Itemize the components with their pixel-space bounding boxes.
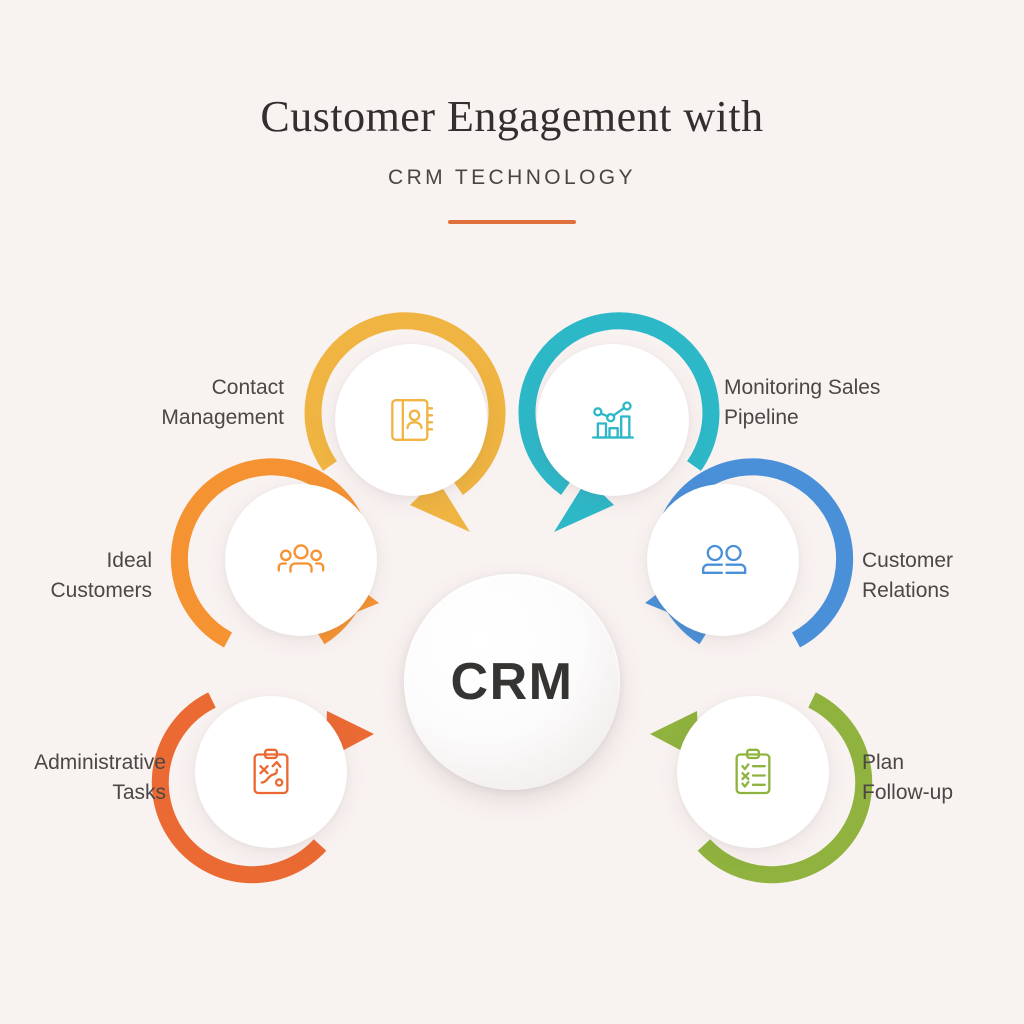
node-administrative-tasks[interactable] bbox=[195, 696, 347, 848]
label-administrative-tasks: Administrative Tasks bbox=[34, 751, 166, 804]
label-ideal-customers: Ideal Customers bbox=[50, 549, 152, 602]
node-monitoring-sales-pipeline[interactable] bbox=[537, 344, 689, 496]
page-subtitle: CRM TECHNOLOGY bbox=[388, 166, 636, 190]
center-hub[interactable]: CRM bbox=[404, 574, 620, 790]
label-contact-management: Contact Management bbox=[161, 376, 284, 429]
node-contact-management[interactable] bbox=[335, 344, 487, 496]
header: Customer Engagement with CRM TECHNOLOGY bbox=[0, 0, 1024, 225]
node-plan-follow-up[interactable] bbox=[677, 696, 829, 848]
clipboard-strategy-icon bbox=[253, 748, 289, 795]
two-people-icon bbox=[702, 544, 747, 574]
node-customer-relations[interactable] bbox=[647, 484, 799, 636]
center-hub-label: CRM bbox=[450, 653, 574, 711]
bar-chart-trend-icon bbox=[592, 401, 634, 439]
page-title: Customer Engagement with bbox=[260, 92, 764, 141]
address-book-icon bbox=[391, 399, 434, 441]
clipboard-checklist-icon bbox=[735, 748, 771, 795]
title-underline-rule bbox=[448, 220, 576, 225]
group-of-three-people-icon bbox=[277, 544, 325, 573]
node-ideal-customers[interactable] bbox=[225, 484, 377, 636]
label-plan-follow-up: Plan Follow-up bbox=[862, 751, 954, 804]
label-monitoring-sales-pipeline: Monitoring Sales Pipeline bbox=[724, 376, 881, 429]
label-customer-relations: Customer Relations bbox=[862, 549, 954, 602]
